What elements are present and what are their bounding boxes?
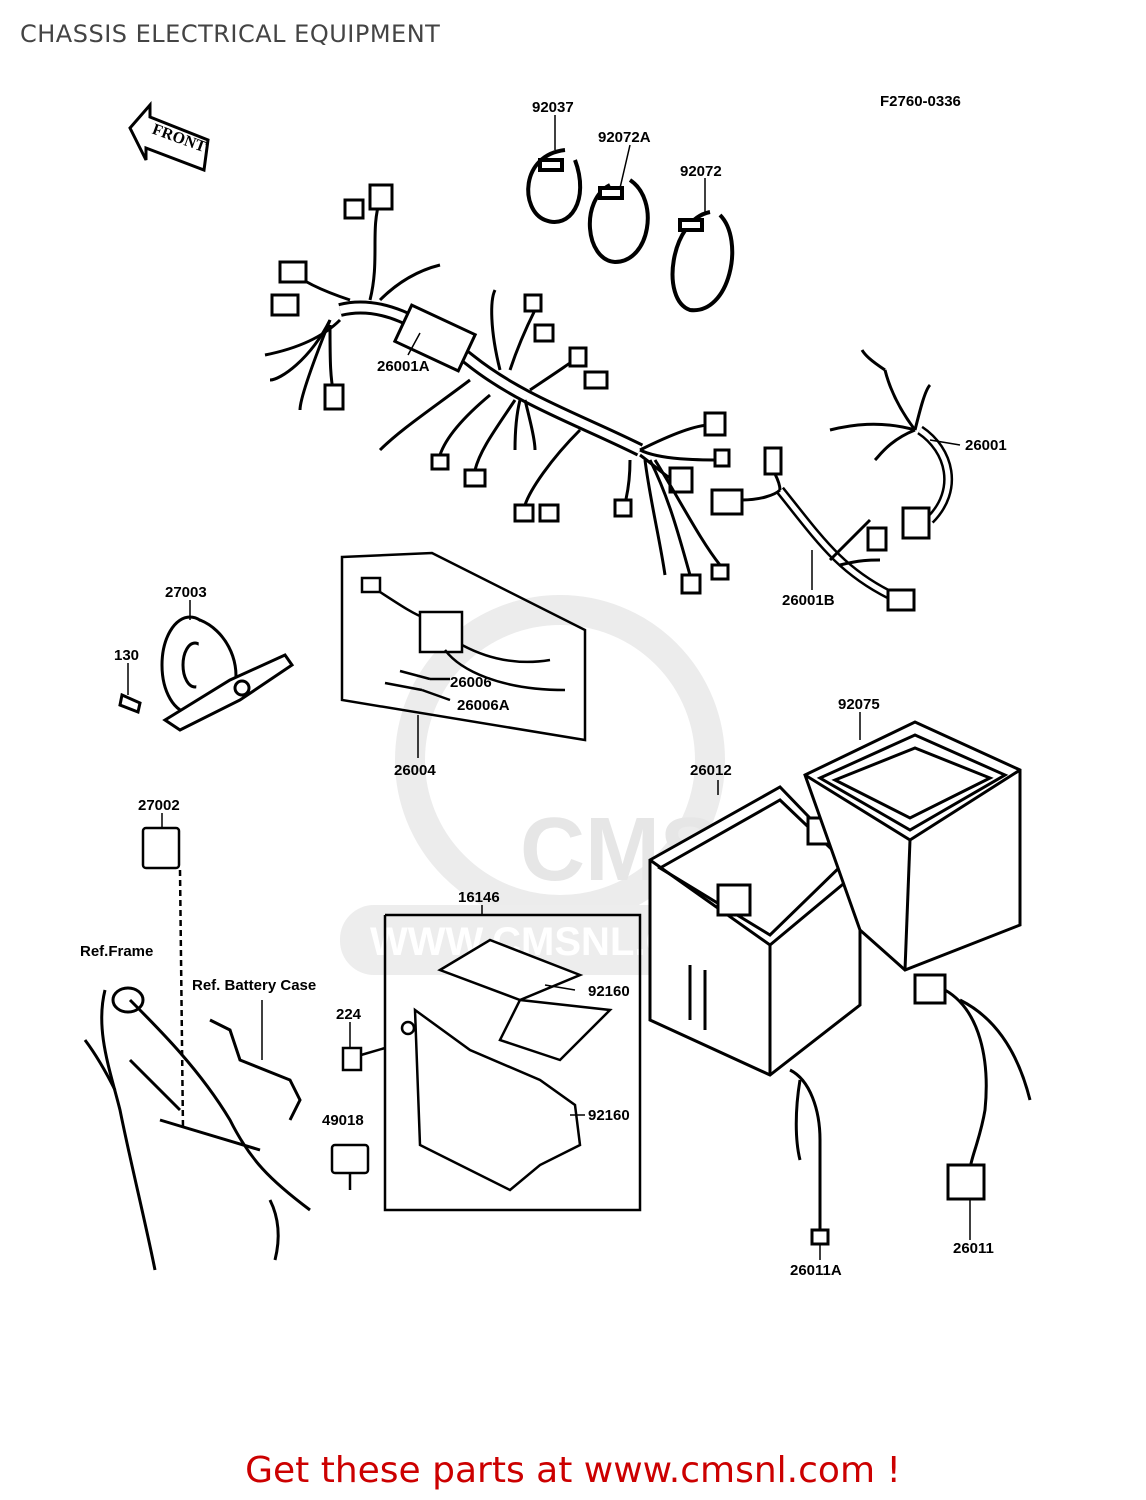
callout-27002: 27002 <box>138 797 180 814</box>
callout-130: 130 <box>114 647 139 664</box>
callout-26004: 26004 <box>394 762 436 779</box>
part-49018-icon <box>330 1143 370 1190</box>
callout-16146: 16146 <box>458 889 500 906</box>
page-title: CHASSIS ELECTRICAL EQUIPMENT <box>20 20 441 48</box>
sub-harness-26001-icon <box>829 349 953 540</box>
callout-92160-lower: 92160 <box>588 1107 630 1124</box>
callout-ref-frame: Ref.Frame <box>80 943 153 960</box>
leader-lines <box>127 115 971 1260</box>
clamp-92037-icon <box>526 148 583 224</box>
relay-box-26004-icon <box>340 551 587 742</box>
horn-27003-icon <box>118 615 295 732</box>
callout-92160-upper: 92160 <box>588 983 630 1000</box>
callout-49018: 49018 <box>322 1112 364 1129</box>
clamp-92072a-icon <box>588 178 650 265</box>
main-harness-26001a-icon <box>264 183 731 595</box>
promo-link[interactable]: Get these parts at www.cmsnl.com ! <box>245 1450 901 1491</box>
clamp-92072-icon <box>670 210 735 313</box>
frame-reference-icon <box>83 986 311 1271</box>
callout-26011: 26011 <box>953 1240 994 1257</box>
callout-26006a: 26006A <box>457 697 510 714</box>
relay-27002-icon <box>141 826 185 1131</box>
cable-26011-icon <box>913 973 1032 1201</box>
callout-26001: 26001 <box>965 437 1007 454</box>
callout-ref-battery-case: Ref. Battery Case <box>192 977 316 994</box>
battery-case-92075-icon <box>803 720 1022 972</box>
callout-26006: 26006 <box>450 674 492 691</box>
callout-92075: 92075 <box>838 696 880 713</box>
bolt-224-icon <box>341 1046 386 1072</box>
callout-26001b: 26001B <box>782 592 835 609</box>
callout-26001a: 26001A <box>377 358 430 375</box>
callout-224: 224 <box>336 1006 362 1023</box>
callout-27003: 27003 <box>165 584 207 601</box>
callout-26012: 26012 <box>690 762 732 779</box>
callout-26011a: 26011A <box>790 1262 842 1279</box>
front-arrow-icon: FRONT <box>128 100 210 173</box>
callout-92037: 92037 <box>532 99 574 116</box>
cable-26011a-icon <box>789 1068 830 1246</box>
sub-harness-26001b-icon <box>710 446 916 612</box>
drawing-code-label: F2760-0336 <box>880 93 961 110</box>
battery-26012-icon <box>648 785 862 1077</box>
callout-92072: 92072 <box>680 163 722 180</box>
callout-92072a: 92072A <box>598 129 651 146</box>
